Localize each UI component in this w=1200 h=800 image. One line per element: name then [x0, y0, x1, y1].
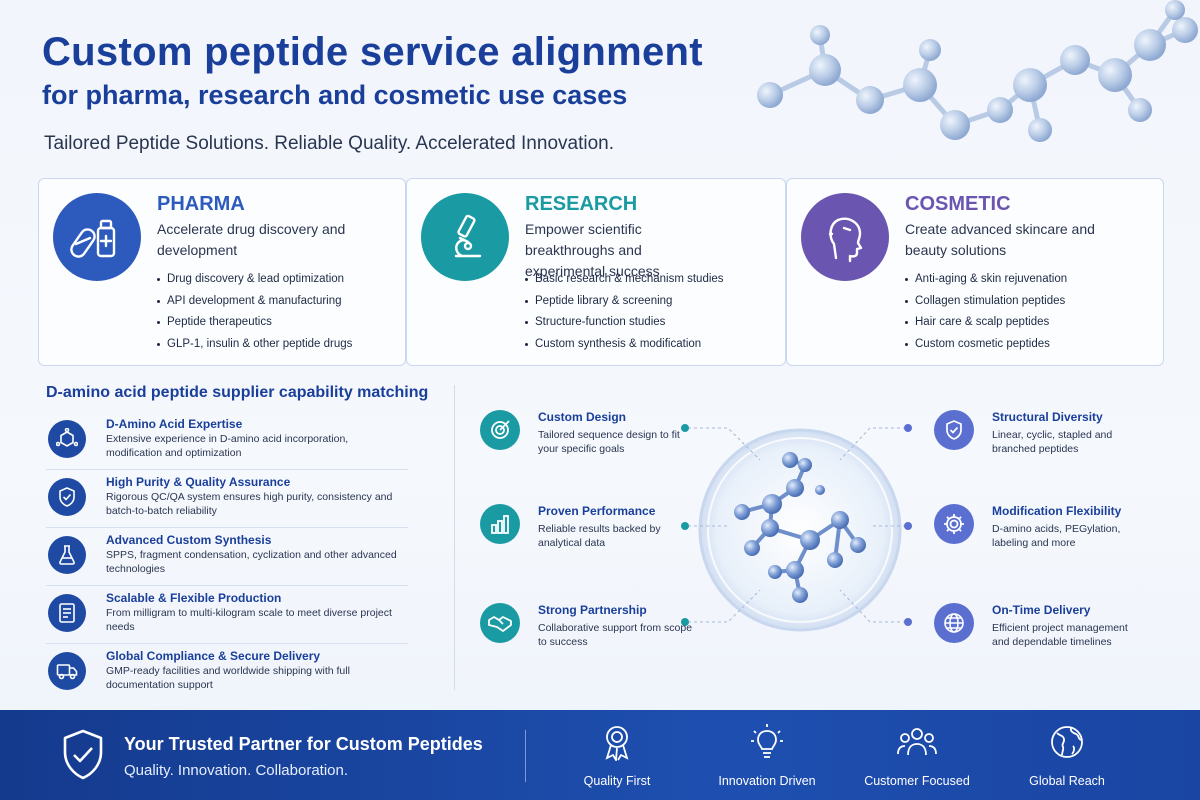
footer-title: Your Trusted Partner for Custom Peptides [124, 734, 483, 754]
pillar-innovation: Innovation Driven [692, 722, 842, 788]
capability-title: Scalable & Flexible Production [106, 591, 282, 605]
award-ribbon-icon [542, 722, 692, 762]
capability-description: SPPS, fragment condensation, cyclization… [106, 549, 397, 575]
list-item: Collagen stimulation peptides [905, 291, 1067, 313]
pillar-customer: Customer Focused [842, 722, 992, 788]
list-item: GLP-1, insulin & other peptide drugs [157, 334, 352, 356]
shield-icon [934, 410, 974, 450]
capability-item: High Purity & Quality Assurance Rigorous… [46, 472, 408, 528]
people-icon [842, 722, 992, 762]
lightbulb-icon [692, 722, 842, 762]
feature-description: Efficient project management and dependa… [992, 622, 1128, 648]
list-item: API development & manufacturing [157, 291, 352, 313]
feature-item: On-Time Delivery Efficient project manag… [934, 603, 1134, 663]
gear-icon [934, 504, 974, 544]
capability-title: High Purity & Quality Assurance [106, 475, 291, 489]
feature-title: Custom Design [538, 410, 627, 424]
molecule-illustration [757, 0, 1198, 142]
card-list: Basic research & mechanism studies Pepti… [525, 269, 724, 355]
handshake-icon [480, 603, 520, 643]
card-list: Drug discovery & lead optimization API d… [157, 269, 352, 355]
pillar-label: Innovation Driven [718, 774, 816, 788]
feature-title: On-Time Delivery [992, 603, 1091, 617]
page-subtitle: for pharma, research and cosmetic use ca… [42, 80, 628, 110]
capability-title: D-Amino Acid Expertise [106, 417, 243, 431]
capability-section-title: D-amino acid peptide supplier capability… [46, 384, 429, 401]
feature-description: Reliable results backed by analytical da… [538, 523, 661, 549]
pillar-label: Quality First [583, 774, 651, 788]
truck-icon [48, 652, 86, 690]
bar-chart-icon [480, 504, 520, 544]
footer-banner: Your Trusted Partner for Custom Peptides… [0, 710, 1200, 800]
list-item: Peptide therapeutics [157, 312, 352, 334]
feature-description: Collaborative support from scope to succ… [538, 622, 693, 648]
card-list: Anti-aging & skin rejuvenation Collagen … [905, 269, 1067, 355]
capability-description: GMP-ready facilities and worldwide shipp… [106, 665, 350, 691]
capability-title: Advanced Custom Synthesis [106, 533, 272, 547]
capability-description: Extensive experience in D-amino acid inc… [106, 433, 349, 459]
earth-icon [992, 722, 1142, 762]
capability-description: From milligram to multi-kilogram scale t… [106, 607, 392, 633]
card-title: PHARMA [157, 193, 245, 215]
card-description: Empower scientific breakthroughs and exp… [525, 221, 660, 279]
pillar-label: Customer Focused [864, 774, 970, 788]
card-title: RESEARCH [525, 193, 638, 215]
footer-divider [525, 730, 526, 782]
capability-item: Global Compliance & Secure Delivery GMP-… [46, 646, 408, 702]
list-item: Drug discovery & lead optimization [157, 269, 352, 291]
peptide-sphere-illustration [698, 428, 902, 632]
globe-icon [934, 603, 974, 643]
pillar-label: Global Reach [1029, 774, 1105, 788]
face-profile-icon [801, 193, 889, 281]
feature-item: Custom Design Tailored sequence design t… [480, 410, 680, 470]
capability-description: Rigorous QC/QA system ensures high purit… [106, 491, 393, 517]
feature-item: Strong Partnership Collaborative support… [480, 603, 692, 663]
card-title: COSMETIC [905, 193, 1011, 215]
shield-check-icon [60, 728, 106, 787]
list-item: Structure-function studies [525, 312, 724, 334]
feature-title: Structural Diversity [992, 410, 1103, 424]
feature-description: Tailored sequence design to fit your spe… [538, 429, 680, 455]
capability-item: Scalable & Flexible Production From mill… [46, 588, 408, 644]
capability-item: D-Amino Acid Expertise Extensive experie… [46, 414, 408, 470]
footer-subtitle: Quality. Innovation. Collaboration. [124, 762, 349, 779]
feature-title: Modification Flexibility [992, 504, 1122, 518]
card-description: Accelerate drug discovery and developmen… [157, 221, 346, 258]
microscope-icon [421, 193, 509, 281]
feature-description: Linear, cyclic, stapled and branched pep… [992, 429, 1113, 455]
pillar-global: Global Reach [992, 722, 1142, 788]
capsule-bottle-icon [53, 193, 141, 281]
feature-item: Structural Diversity Linear, cyclic, sta… [934, 410, 1134, 470]
list-item: Custom synthesis & modification [525, 334, 724, 356]
pillar-quality: Quality First [542, 722, 692, 788]
capability-title: Global Compliance & Secure Delivery [106, 649, 321, 663]
target-icon [480, 410, 520, 450]
feature-item: Proven Performance Reliable results back… [480, 504, 680, 564]
card-pharma: PHARMA Accelerate drug discovery and dev… [38, 178, 406, 366]
shield-check-icon [48, 478, 86, 516]
molecule-icon [48, 420, 86, 458]
card-cosmetic: COSMETIC Create advanced skincare and be… [786, 178, 1164, 366]
capability-item: Advanced Custom Synthesis SPPS, fragment… [46, 530, 408, 586]
feature-description: D-amino acids, PEGylation, labeling and … [992, 523, 1121, 549]
card-research: RESEARCH Empower scientific breakthrough… [406, 178, 786, 366]
list-item: Hair care & scalp peptides [905, 312, 1067, 334]
list-item: Anti-aging & skin rejuvenation [905, 269, 1067, 291]
feature-title: Strong Partnership [538, 603, 647, 617]
document-icon [48, 594, 86, 632]
list-item: Custom cosmetic peptides [905, 334, 1067, 356]
feature-title: Proven Performance [538, 504, 656, 518]
feature-item: Modification Flexibility D-amino acids, … [934, 504, 1134, 564]
page-title: Custom peptide service alignment [42, 30, 703, 74]
tagline: Tailored Peptide Solutions. Reliable Qua… [44, 133, 614, 154]
list-item: Peptide library & screening [525, 291, 724, 313]
flask-icon [48, 536, 86, 574]
section-divider [454, 385, 455, 690]
list-item: Basic research & mechanism studies [525, 269, 724, 291]
card-description: Create advanced skincare and beauty solu… [905, 221, 1095, 258]
